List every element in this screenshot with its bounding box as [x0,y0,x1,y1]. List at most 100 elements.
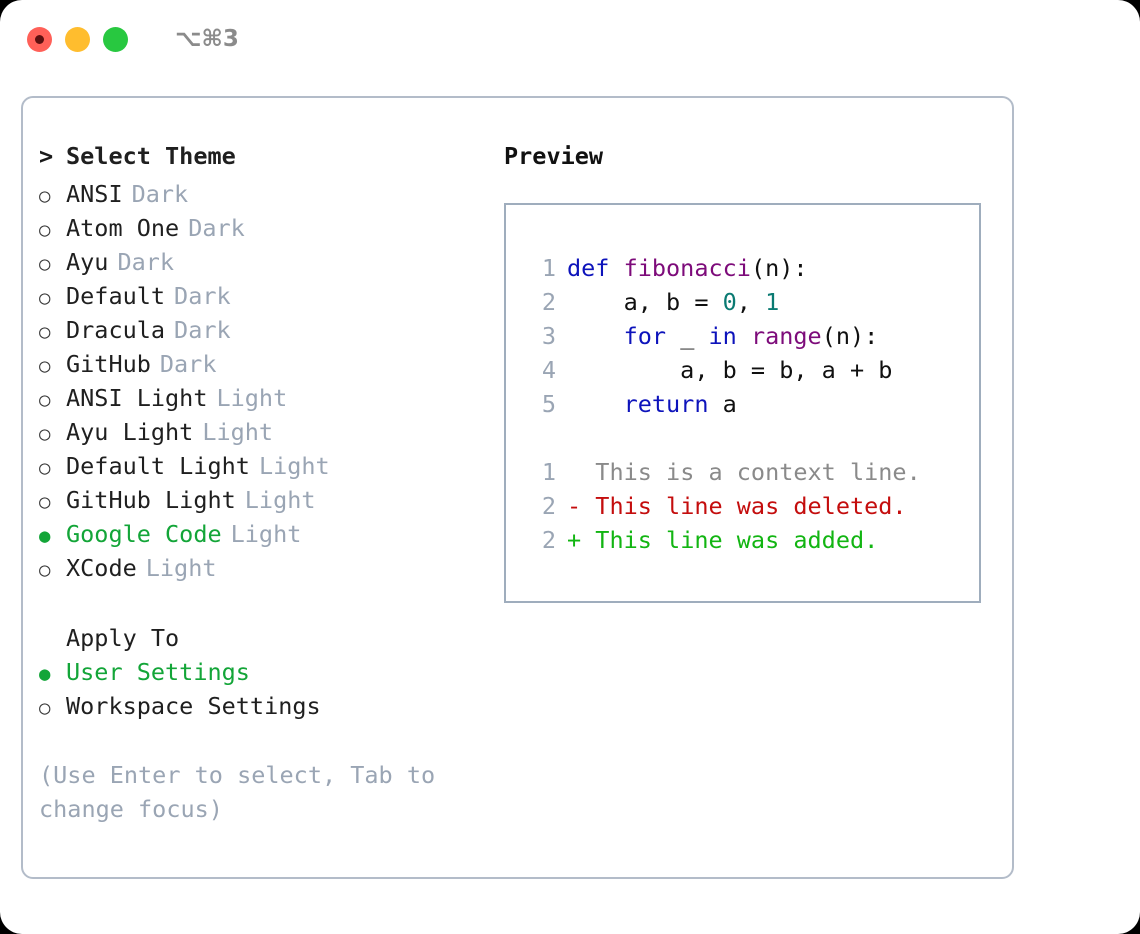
code-line-content: for _ in range(n): [567,319,879,353]
theme-category-tag: Dark [188,214,245,242]
theme-name-label: Ayu [66,248,109,276]
theme-name-label: XCode [66,554,137,582]
theme-name-label: Atom One [66,214,180,242]
theme-name-label: Default [66,282,166,310]
theme-category-tag: Dark [174,316,231,344]
line-number: 1 [541,254,556,282]
theme-category-tag: Light [145,554,217,582]
code-token-plain: a, b = b, a + b [567,356,893,384]
line-number: 2 [541,492,556,520]
theme-list-item[interactable]: ○ Dracula Dark [39,316,499,350]
code-token-plain: (n): [750,254,808,282]
theme-list-title: Select Theme [66,142,236,170]
line-number: 4 [541,356,556,384]
apply-to-label: User Settings [66,658,250,686]
apply-to-option[interactable]: ●User Settings [39,658,499,692]
code-line-content: return a [567,387,737,421]
diff-sample: 1 This is a context line.2- This line wa… [524,455,979,557]
diff-line: 2- This line was deleted. [524,489,979,523]
code-token-plain: _ [666,322,709,350]
radio-unselected-icon: ○ [39,321,51,343]
theme-name-label: Ayu Light [66,418,194,446]
theme-category-tag: Dark [174,282,231,310]
diff-line: 2+ This line was added. [524,523,979,557]
diff-line: 1 This is a context line. [524,455,979,489]
code-line: 4 a, b = b, a + b [524,353,979,387]
code-token-plain: , [736,288,766,316]
radio-unselected-icon: ○ [39,423,51,445]
theme-category-tag: Light [202,418,274,446]
theme-list-item[interactable]: ○ Ayu Dark [39,248,499,282]
section-spacer [39,588,499,624]
code-token-keyword: return [623,390,709,418]
theme-list-item[interactable]: ○ GitHub Dark [39,350,499,384]
radio-selected-icon: ● [39,525,51,547]
theme-category-tag: Light [216,384,288,412]
apply-to-label: Workspace Settings [66,692,321,720]
theme-list-item[interactable]: ○ ANSI Light Light [39,384,499,418]
theme-list-item[interactable]: ○ XCode Light [39,554,499,588]
radio-unselected-icon: ○ [39,457,51,479]
theme-category-tag: Light [258,452,330,480]
diff-line-content: This line was deleted. [581,492,907,520]
diff-marker-deleted: - [567,492,582,520]
code-line-content: a, b = 0, 1 [567,285,780,319]
code-token-number: 0 [722,288,737,316]
code-token-plain: a, b = [567,288,723,316]
theme-name-label: ANSI Light [66,384,208,412]
code-token-keyword: def [567,254,624,282]
theme-name-label: Dracula [66,316,166,344]
theme-name-label: Google Code [66,520,222,548]
code-line: 1 def fibonacci(n): [524,251,979,285]
radio-unselected-icon: ○ [39,389,51,411]
zoom-button[interactable] [103,26,128,52]
theme-list-item[interactable]: ○ Atom One Dark [39,214,499,248]
line-number: 2 [541,288,556,316]
close-icon [35,34,44,44]
keyboard-hint-text: (Use Enter to select, Tab to change focu… [39,761,436,823]
theme-list-item[interactable]: ○ Ayu Light Light [39,418,499,452]
line-number: 2 [541,526,556,554]
line-number: 1 [541,458,556,486]
keyboard-shortcut-label: ⌥⌘3 [175,26,239,52]
code-token-plain: a [708,390,737,418]
code-token-plain [567,322,624,350]
code-line-content: a, b = b, a + b [567,353,892,387]
cursor-caret-icon: > [39,142,54,170]
diff-marker-added: + [567,526,582,554]
theme-name-label: ANSI [66,180,123,208]
radio-unselected-icon: ○ [39,219,51,241]
minimize-button[interactable] [65,26,90,52]
theme-name-label: GitHub Light [66,486,236,514]
apply-to-title: Apply To [66,624,180,652]
code-token-function: range [750,322,822,350]
theme-category-tag: Dark [159,350,217,378]
code-line: 2 a, b = 0, 1 [524,285,979,319]
radio-unselected-icon: ○ [39,559,51,581]
theme-category-tag: Dark [117,248,175,276]
preview-title: Preview [504,142,604,170]
code-diff-separator [524,421,979,455]
theme-name-label: GitHub [66,350,151,378]
close-button[interactable] [27,26,52,52]
code-line: 3 for _ in range(n): [524,319,979,353]
code-token-function: fibonacci [623,254,751,282]
radio-unselected-icon: ○ [39,253,51,275]
window-controls [27,26,128,52]
apply-to-options: ●User Settings○Workspace Settings [39,658,499,726]
line-number: 5 [541,390,556,418]
apply-to-option[interactable]: ○Workspace Settings [39,692,499,726]
radio-unselected-icon: ○ [39,355,51,377]
radio-unselected-icon: ○ [39,491,51,513]
